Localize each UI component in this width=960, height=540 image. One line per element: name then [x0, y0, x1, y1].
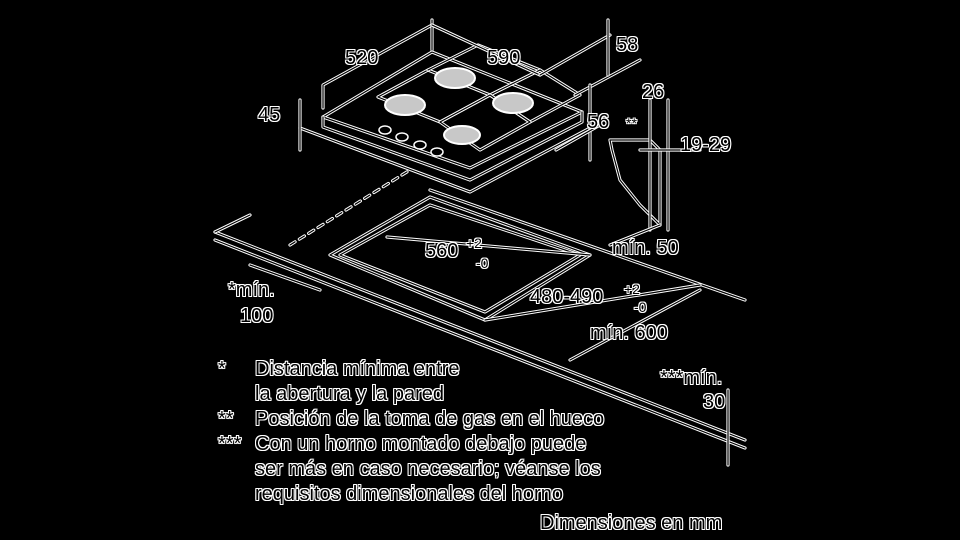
dimline-600 — [569, 289, 701, 361]
dim-min-back: mín. 50 — [612, 237, 679, 259]
dim-hob-height-top: 58 — [616, 34, 639, 56]
dim-gas-height: 19-29 — [680, 134, 732, 156]
gas-marker: ** — [626, 115, 637, 131]
dim-hob-width: 590 — [487, 47, 521, 69]
control-knob-icon — [413, 140, 427, 150]
hob-projection — [289, 169, 411, 246]
tol-minus-2: -0 — [634, 299, 647, 315]
dim-min-wall-label: *mín. — [228, 279, 275, 301]
hob-edge — [321, 110, 584, 182]
tol-minus: -0 — [476, 255, 489, 271]
dim-hob-depth: 520 — [345, 47, 379, 69]
dim-hob-side: 56 — [587, 111, 610, 133]
dimline-56b — [555, 124, 601, 151]
burner-icon — [443, 125, 481, 145]
hob-edge — [322, 111, 583, 181]
counter-front-1 — [214, 231, 746, 441]
dim-min-below-value: 30 — [703, 391, 726, 413]
dimline-58a — [539, 34, 611, 76]
control-knob-icon — [430, 147, 444, 157]
note-1-line-1: Distancia mínima entre — [255, 358, 460, 380]
burner-icon — [384, 94, 426, 116]
burner-icon — [492, 92, 534, 114]
dim-cutout-width: 560 — [425, 240, 459, 262]
note-marker-3: *** — [218, 433, 242, 455]
note-marker-1: * — [218, 358, 226, 380]
dim-min-counter: mín. 600 — [590, 322, 668, 344]
dim-cutout-depth: 480-490 — [530, 286, 604, 308]
counter-side — [214, 214, 251, 233]
note-2-line-1: Posición de la toma de gas en el hueco — [255, 408, 605, 430]
note-3-line-2: ser más en caso necesario; véanse los — [255, 458, 601, 480]
tol-plus-2: +2 — [624, 281, 640, 297]
dimline-min100 — [249, 264, 321, 291]
dim-gas-offset: 26 — [642, 81, 665, 103]
control-knob-icon — [378, 125, 392, 135]
gas-connector — [609, 139, 661, 226]
dim-min-below-label: ***mín. — [660, 367, 723, 389]
units-note: Dimensiones en mm — [540, 512, 723, 534]
tol-plus: +2 — [466, 235, 482, 251]
note-1-line-2: la abertura y la pared — [255, 383, 445, 405]
dimline-min50 — [609, 224, 661, 246]
hob-base — [299, 127, 591, 193]
dimline-480 — [484, 284, 701, 321]
gas-connector — [608, 138, 662, 227]
dimline-520 — [322, 24, 433, 109]
burner-icon — [434, 67, 476, 89]
note-3-line-3: requisitos dimensionales del horno — [255, 483, 563, 505]
dimline-560 — [386, 236, 591, 256]
control-knob-icon — [395, 132, 409, 142]
dim-hob-thickness: 45 — [258, 104, 281, 126]
note-marker-2: ** — [218, 408, 234, 430]
counter-back — [429, 189, 746, 301]
dimline-58b — [574, 59, 641, 96]
dim-min-wall-value: 100 — [240, 305, 274, 327]
counter-front-2 — [214, 239, 746, 449]
dimline-590 — [431, 24, 541, 76]
note-3-line-1: Con un horno montado debajo puede — [255, 433, 587, 455]
